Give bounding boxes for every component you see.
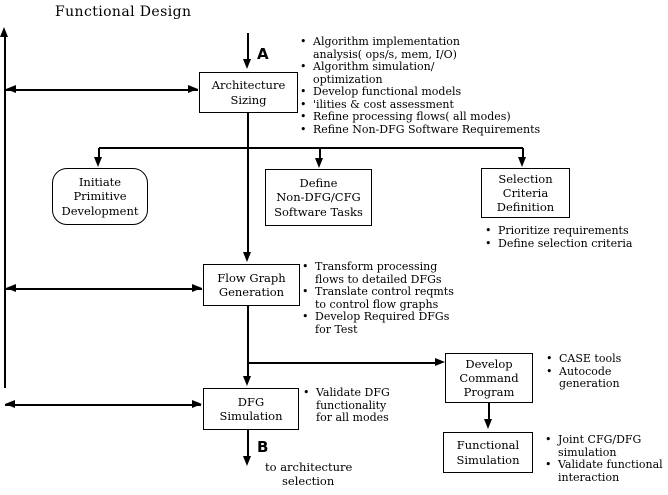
exit-caption-line1: to architecture bbox=[265, 460, 353, 474]
bullet-item: Algorithm simulation/ optimization bbox=[300, 60, 568, 86]
connector-exit-b bbox=[247, 430, 249, 457]
marker-a-label: A bbox=[257, 45, 269, 63]
bullet-item: Translate control reqmts to control flow… bbox=[302, 285, 472, 311]
connector-command-to-funcsim bbox=[488, 403, 490, 420]
node-label: Flow Graph Generation bbox=[217, 270, 286, 299]
bullet-item: Validate DFG functionality for all modes bbox=[303, 386, 433, 425]
arrowhead-down-icon bbox=[518, 157, 526, 167]
node-label: Define Non-DFG/CFG Software Tasks bbox=[274, 176, 363, 219]
bullet-list-flow-graph-generation: Transform processing flows to detailed D… bbox=[302, 260, 472, 336]
connector-branch-initiate bbox=[98, 148, 100, 158]
arrowhead-left-icon bbox=[6, 85, 16, 93]
bullet-list-dfg-simulation: Validate DFG functionality for all modes bbox=[303, 386, 433, 425]
node-selection-criteria-definition: Selection Criteria Definition bbox=[481, 168, 570, 218]
bullet-list-functional-simulation: Joint CFG/DFG simulation Validate functi… bbox=[545, 433, 665, 484]
arrowhead-down-icon bbox=[243, 456, 251, 466]
node-label: Architecture Sizing bbox=[211, 78, 286, 107]
bullet-list-develop-command-program: CASE tools Autocode generation bbox=[546, 352, 656, 391]
connector-entry-a bbox=[247, 33, 249, 61]
connector-branch-selection bbox=[522, 148, 524, 158]
bullet-item: Develop functional models bbox=[300, 85, 568, 99]
bullet-item: Define selection criteria bbox=[485, 237, 655, 251]
arrowhead-right-icon bbox=[188, 85, 198, 93]
arrowhead-left-icon bbox=[5, 400, 15, 408]
connector-sizing-to-flowgraph bbox=[247, 113, 249, 253]
node-flow-graph-generation: Flow Graph Generation bbox=[203, 264, 300, 306]
bullet-item: Algorithm implementation analysis( ops/s… bbox=[300, 35, 568, 61]
node-label: DFG Simulation bbox=[219, 394, 283, 423]
arrowhead-down-icon bbox=[484, 419, 492, 429]
bullet-item: Prioritize requirements bbox=[485, 224, 655, 238]
arrowhead-down-icon bbox=[243, 59, 251, 69]
node-initiate-primitive-development: Initiate Primitive Development bbox=[52, 168, 148, 225]
bullet-list-architecture-sizing: Algorithm implementation analysis( ops/s… bbox=[300, 35, 568, 137]
arrowhead-down-icon bbox=[94, 157, 102, 167]
arrowhead-left-icon bbox=[6, 284, 16, 292]
bullet-item: Validate functional interaction bbox=[545, 458, 665, 484]
bullet-item: 'ilities & cost assessment bbox=[300, 98, 568, 112]
node-develop-command-program: Develop Command Program bbox=[445, 353, 533, 403]
arrowhead-right-icon bbox=[435, 358, 445, 366]
connector-feedback-dfg-simulation bbox=[5, 404, 201, 406]
arrowhead-right-icon bbox=[192, 284, 202, 292]
node-architecture-sizing: Architecture Sizing bbox=[199, 72, 298, 113]
node-define-non-dfg-cfg-software-tasks: Define Non-DFG/CFG Software Tasks bbox=[265, 169, 372, 226]
arrowhead-up-icon bbox=[0, 27, 8, 37]
bullet-item: Joint CFG/DFG simulation bbox=[545, 433, 665, 459]
node-label: Develop Command Program bbox=[459, 356, 519, 399]
arrowhead-down-icon bbox=[243, 252, 251, 262]
bullet-item: Refine processing flows( all modes) bbox=[300, 110, 568, 124]
arrowhead-right-icon bbox=[192, 400, 202, 408]
bullet-item: CASE tools bbox=[546, 352, 656, 366]
connector-feedback-architecture-sizing bbox=[6, 89, 198, 91]
node-dfg-simulation: DFG Simulation bbox=[203, 388, 299, 430]
exit-caption-line2: selection bbox=[282, 474, 335, 488]
node-label: Selection Criteria Definition bbox=[496, 171, 555, 214]
connector-feedback-flow-graph bbox=[6, 288, 202, 290]
diagram-title: Functional Design bbox=[55, 4, 192, 20]
connector-to-develop-command bbox=[248, 362, 436, 364]
connector-branch-row bbox=[99, 147, 523, 149]
node-functional-simulation: Functional Simulation bbox=[443, 432, 533, 473]
connector-left-spine bbox=[4, 36, 6, 388]
arrowhead-down-icon bbox=[243, 376, 251, 386]
connector-branch-define bbox=[319, 148, 321, 158]
bullet-item: Transform processing flows to detailed D… bbox=[302, 260, 472, 286]
arrowhead-down-icon bbox=[315, 158, 323, 168]
bullet-item: Autocode generation bbox=[546, 365, 656, 391]
node-label: Functional Simulation bbox=[456, 438, 520, 467]
bullet-item: Develop Required DFGs for Test bbox=[302, 310, 472, 336]
bullet-item: Refine Non-DFG Software Requirements bbox=[300, 123, 568, 137]
bullet-list-selection-criteria: Prioritize requirements Define selection… bbox=[485, 224, 655, 251]
connector-flowgraph-to-dfgsim bbox=[247, 306, 249, 377]
node-label: Initiate Primitive Development bbox=[61, 175, 139, 218]
marker-b-label: B bbox=[257, 438, 269, 456]
